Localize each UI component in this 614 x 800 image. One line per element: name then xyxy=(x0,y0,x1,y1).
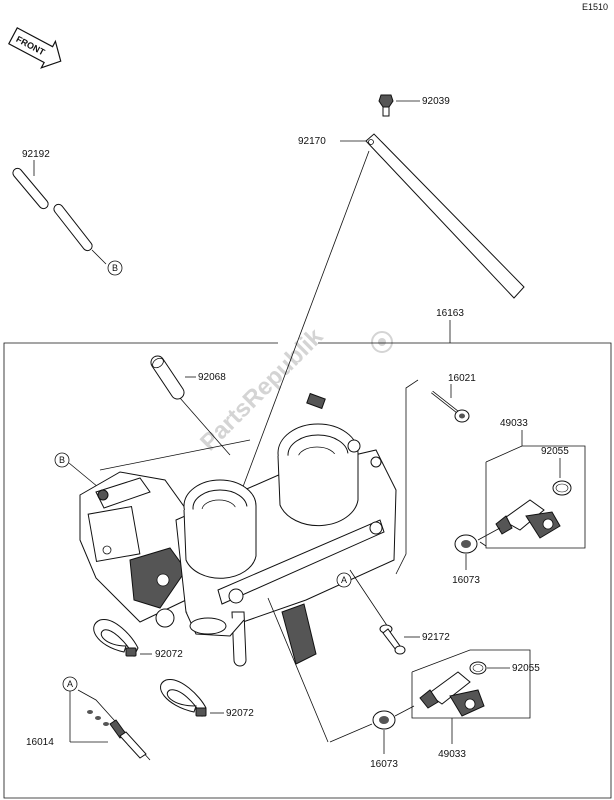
bolt-92039 xyxy=(378,94,420,117)
callout-16073-top: 16073 xyxy=(452,575,480,586)
ref-marker-b-top: B xyxy=(107,260,123,276)
svg-text:B: B xyxy=(59,455,65,465)
injector-49033-bottom xyxy=(419,671,485,717)
pipe-92192 xyxy=(12,160,107,265)
oring-92055-bottom xyxy=(469,661,510,675)
grommet-16073-bottom xyxy=(372,705,415,754)
callout-92055-top: 92055 xyxy=(541,446,569,457)
svg-text:A: A xyxy=(67,679,73,689)
callout-16163: 16163 xyxy=(436,308,464,319)
assembly-frame xyxy=(3,342,612,799)
strap-92170 xyxy=(237,133,525,501)
callout-92170: 92170 xyxy=(298,136,326,147)
callout-92072-b: 92072 xyxy=(226,708,254,719)
ref-marker-b-left: B xyxy=(54,452,99,488)
grommet-16073-top xyxy=(454,527,501,570)
svg-text:B: B xyxy=(112,263,118,273)
callout-92192: 92192 xyxy=(22,149,50,160)
sensor-kit-16014 xyxy=(70,710,147,759)
callout-92172: 92172 xyxy=(422,632,450,643)
callout-92068: 92068 xyxy=(198,372,226,383)
clamp-92072-b xyxy=(160,679,224,718)
bolt-92172 xyxy=(379,624,420,655)
callout-92055-bottom: 92055 xyxy=(512,663,540,674)
callout-49033-top: 49033 xyxy=(500,418,528,429)
clamp-92072-a xyxy=(93,619,152,658)
svg-text:A: A xyxy=(341,575,347,585)
callout-49033-bottom: 49033 xyxy=(438,749,466,760)
throttle-body-assembly xyxy=(79,392,397,667)
callout-92072-a: 92072 xyxy=(155,649,183,660)
diagram-code: E1510 xyxy=(582,2,608,12)
front-arrow-icon: FRONT xyxy=(8,27,62,69)
injector-49033-top xyxy=(495,499,561,539)
oring-92055-top xyxy=(552,458,572,496)
callout-16014: 16014 xyxy=(26,737,54,748)
callout-16021: 16021 xyxy=(448,373,476,384)
callout-16073-bottom: 16073 xyxy=(370,759,398,770)
callout-92039: 92039 xyxy=(422,96,450,107)
ref-marker-a-center: A xyxy=(336,572,352,588)
screw-16021 xyxy=(431,384,470,423)
